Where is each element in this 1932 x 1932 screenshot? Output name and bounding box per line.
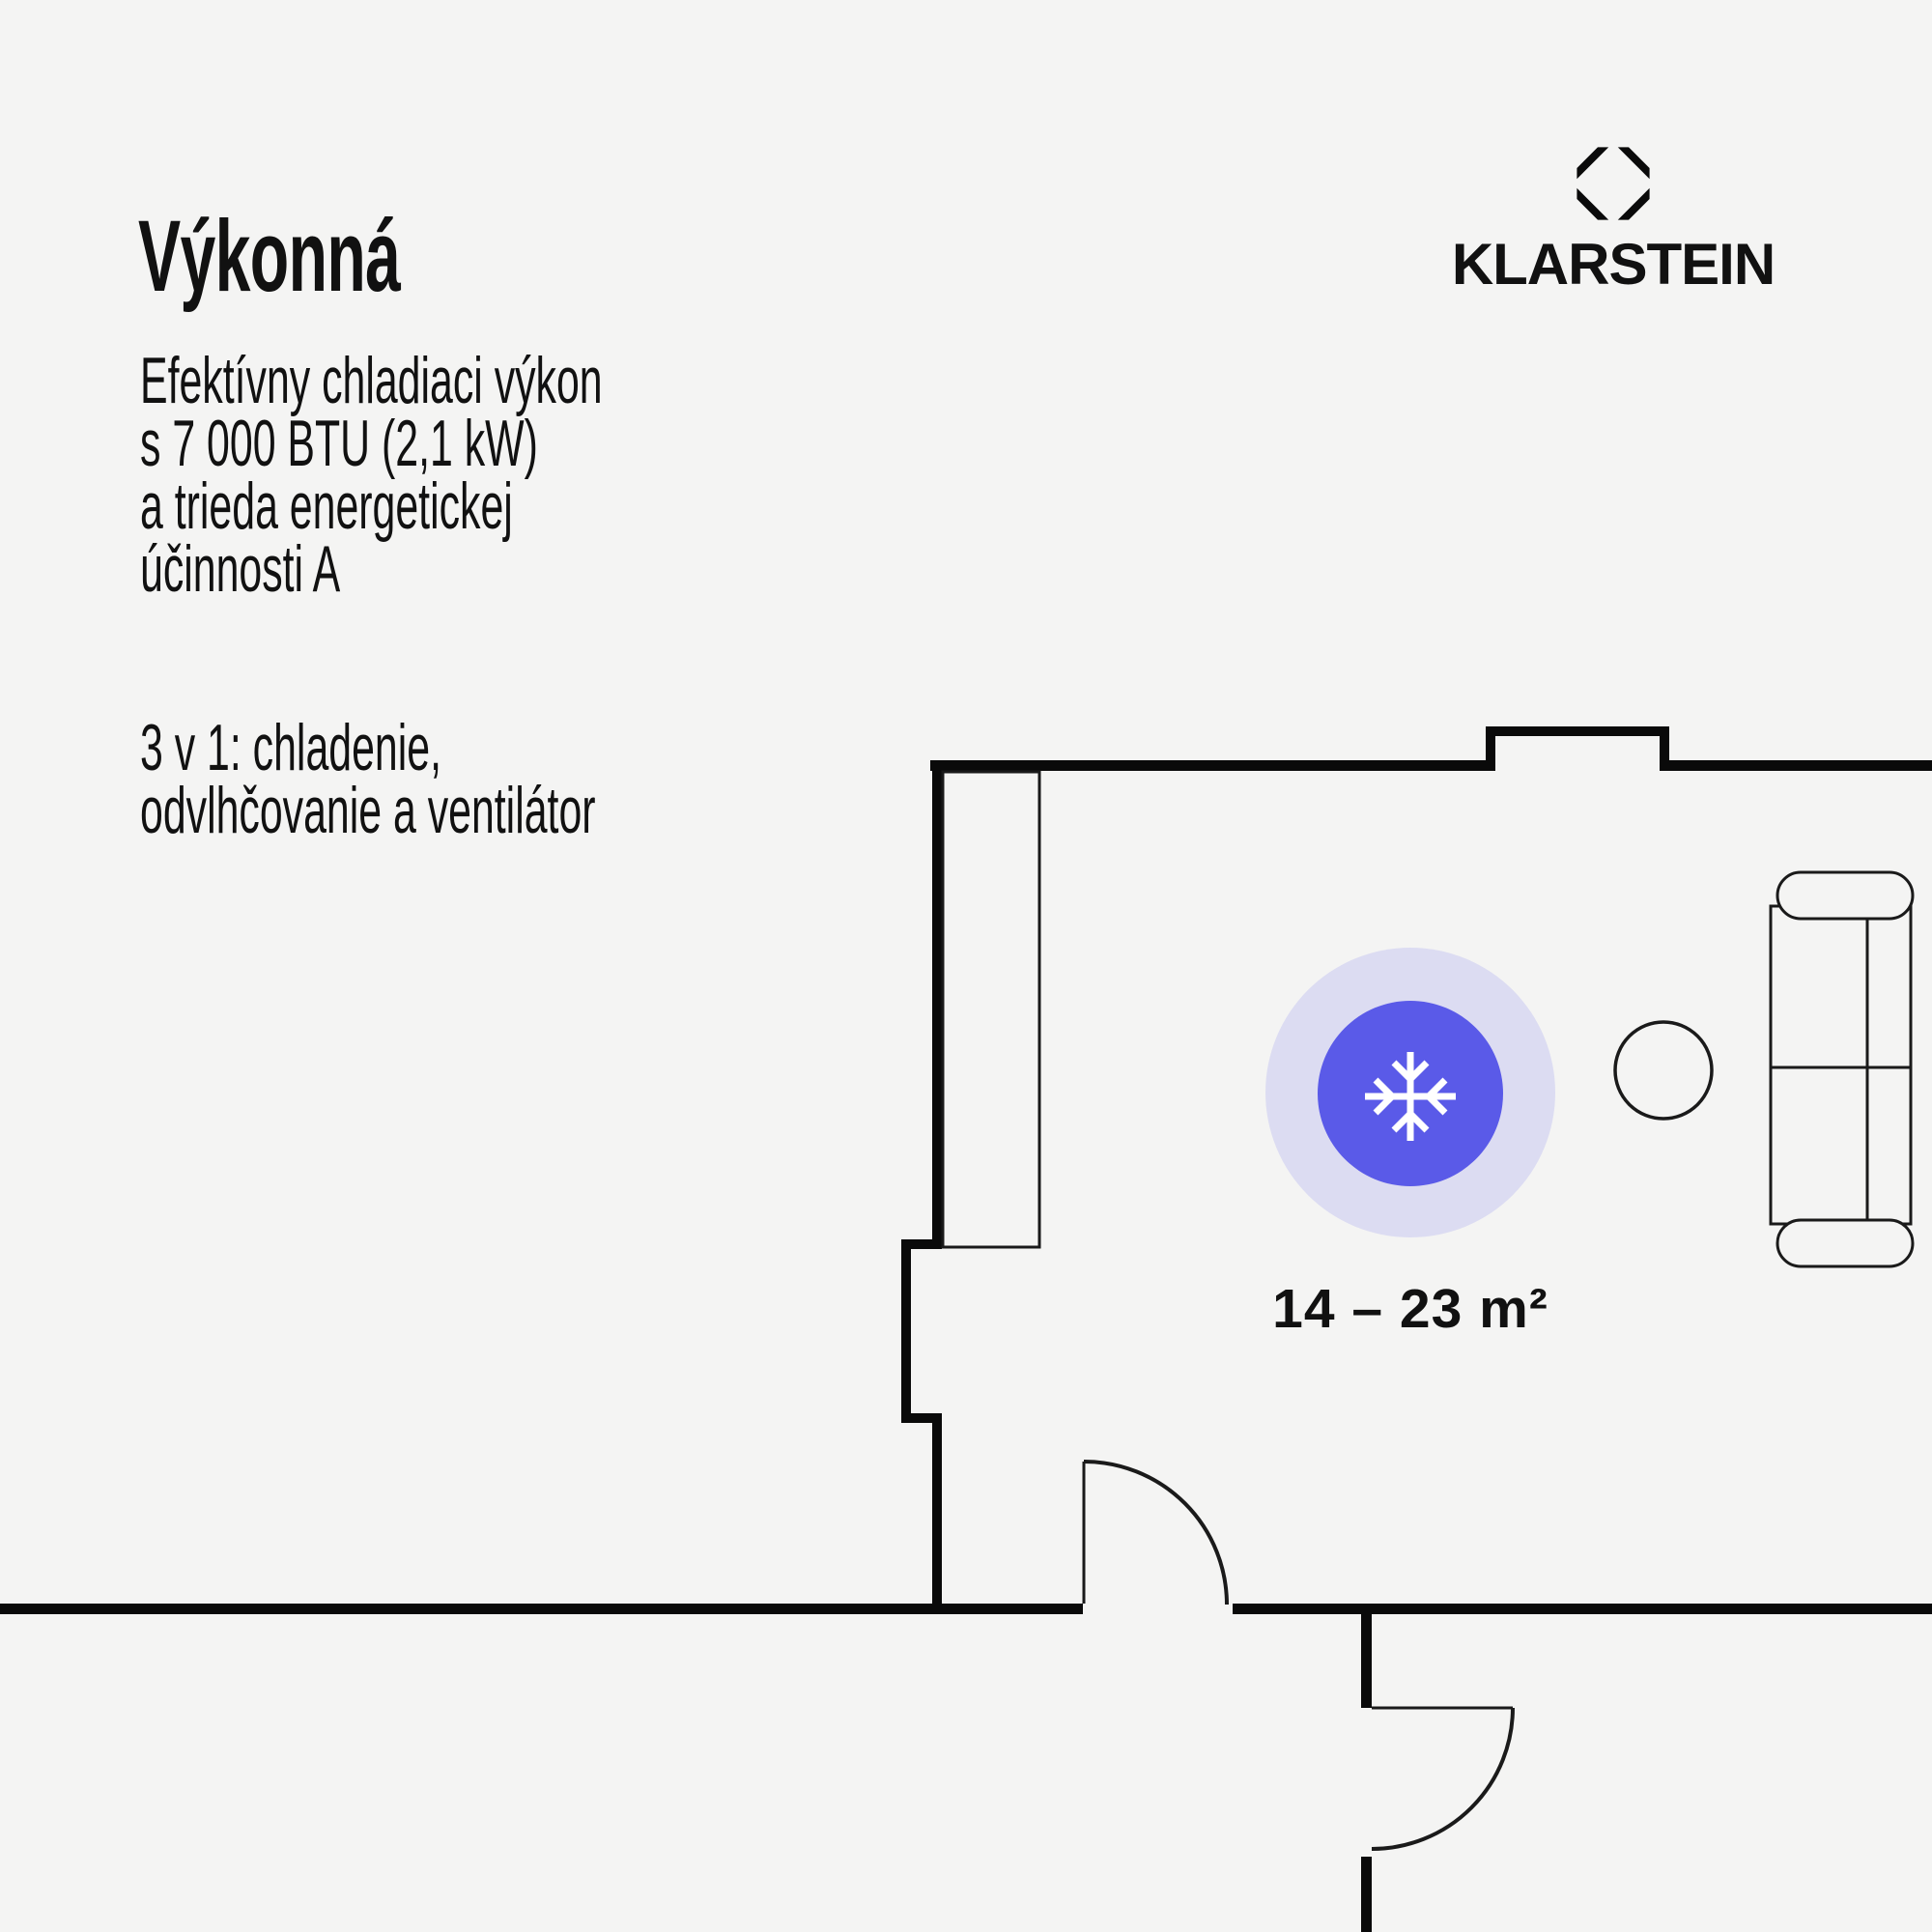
brand-block: KLARSTEIN	[1372, 145, 1855, 294]
feature-text: Efektívny chladiaci výkon s 7 000 BTU (2…	[140, 344, 603, 847]
klarstein-octagon-diamond-icon	[1577, 147, 1650, 220]
feature-line: a trieda energetickej	[140, 469, 513, 543]
feature-line: odvlhčovanie a ventilátor	[140, 774, 596, 847]
feature-line: 3 v 1: chladenie,	[140, 711, 441, 784]
feature-line: Efektívny chladiaci výkon	[140, 344, 603, 417]
sofa	[1769, 870, 1915, 1268]
wardrobe	[941, 770, 1041, 1249]
walls	[0, 726, 1932, 1932]
area-range-label: 14 – 23 m²	[1272, 1278, 1548, 1340]
side-table	[1613, 1020, 1714, 1121]
snowflake-icon	[1365, 1052, 1456, 1141]
door-hallway	[1371, 1706, 1515, 1851]
feature-line: účinnosti A	[140, 532, 341, 606]
ac-coverage-marker	[1265, 948, 1555, 1237]
door-room	[1082, 1460, 1229, 1605]
feature-line: s 7 000 BTU (2,1 kW)	[140, 407, 538, 480]
page-title: Výkonná	[138, 200, 401, 314]
brand-name: KLARSTEIN	[1451, 232, 1776, 297]
